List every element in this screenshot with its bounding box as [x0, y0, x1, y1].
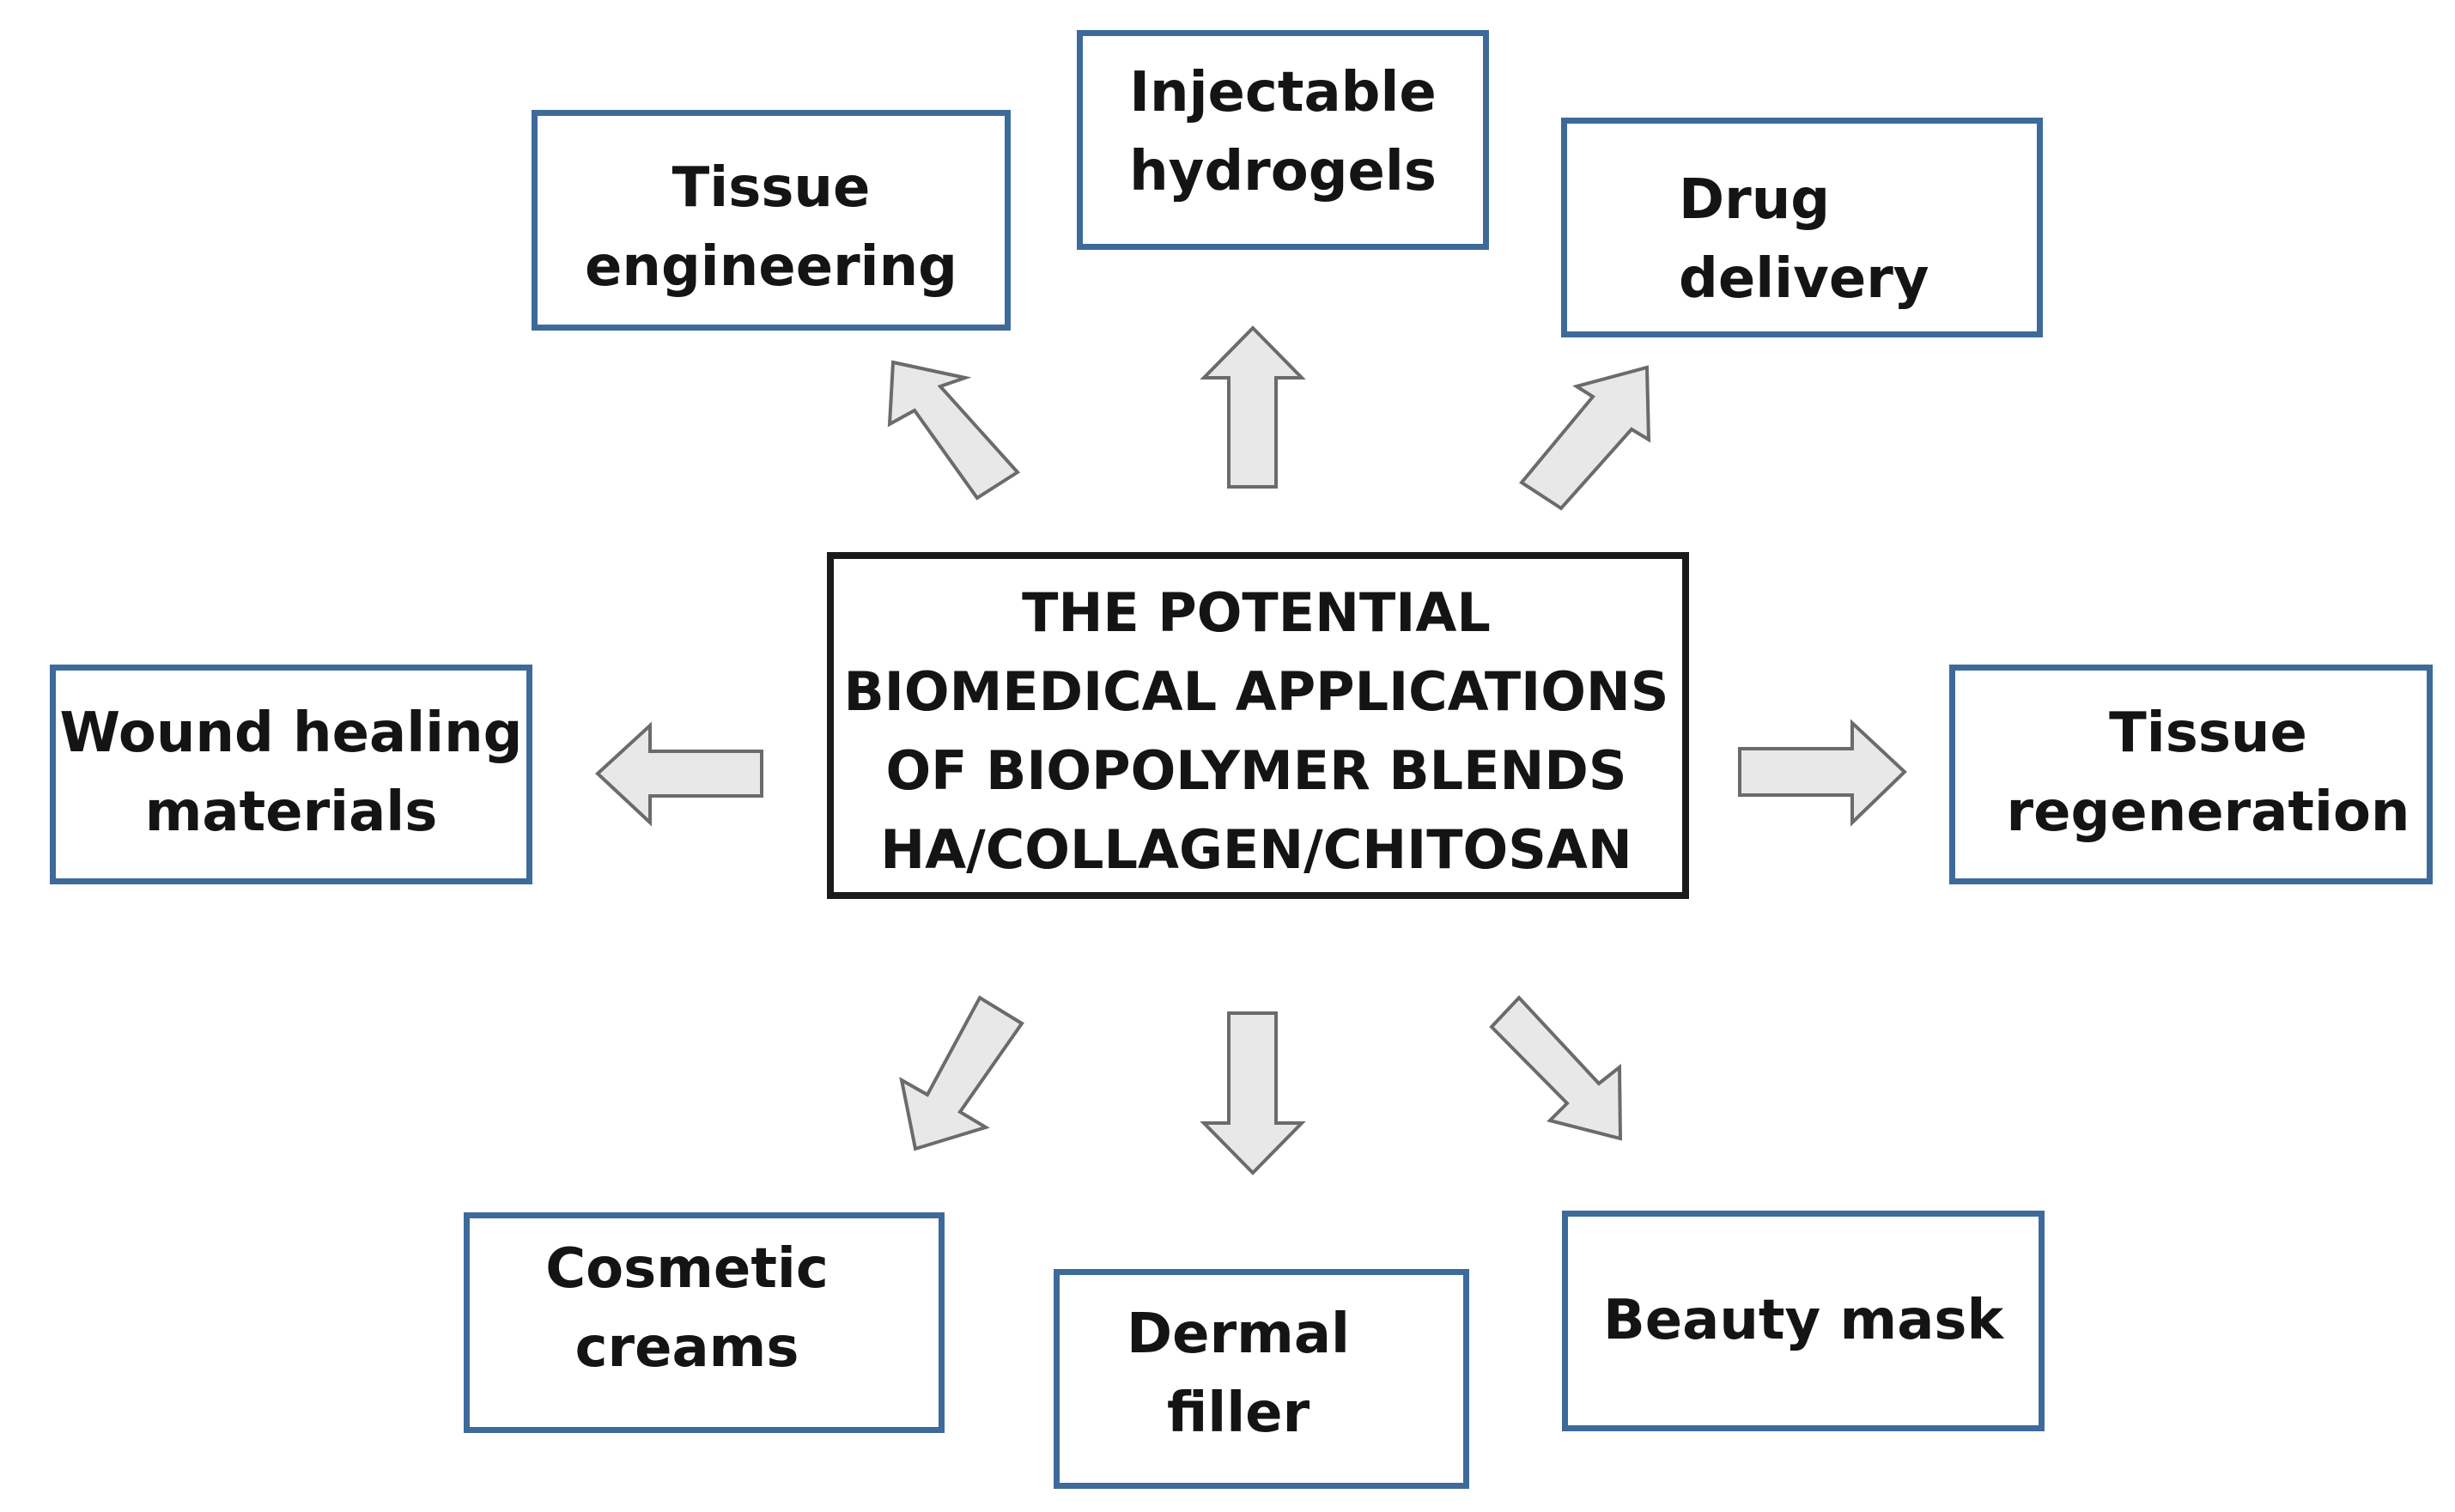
tissue-engineering-line-1: Tissue — [671, 156, 871, 220]
cosmetic-creams-line-2: creams — [574, 1316, 799, 1380]
tissue-regeneration-box — [1949, 665, 2433, 884]
cosmetic-creams-label: Cosmetic creams — [447, 1230, 927, 1388]
arrow-left-icon — [595, 721, 763, 827]
center-title-line-3: OF BIOPOLYMER BLENDS — [885, 739, 1627, 802]
injectable-hydrogels-line-1: Injectable — [1129, 61, 1437, 124]
tissue-engineering-label: Tissue engineering — [532, 149, 1011, 307]
drug-delivery-line-2: delivery — [1679, 247, 1929, 311]
cosmetic-creams-line-1: Cosmetic — [545, 1237, 829, 1301]
beauty-mask-box — [1562, 1211, 2045, 1431]
beauty-mask-label: Beauty mask — [1562, 1281, 2045, 1360]
dermal-filler-label: Dermal filler — [1030, 1295, 1446, 1453]
wound-healing-box — [50, 665, 532, 884]
center-title-line-4: HA/COLLAGEN/CHITOSAN — [880, 818, 1632, 881]
wound-healing-line-2: materials — [144, 780, 438, 844]
wound-healing-line-1: Wound healing — [59, 701, 523, 765]
drug-delivery-box — [1561, 118, 2043, 337]
arrow-up-left-icon — [887, 360, 1021, 501]
dermal-filler-line-1: Dermal — [1127, 1303, 1350, 1366]
center-title-line-2: BIOMEDICAL APPLICATIONS — [843, 660, 1669, 723]
beauty-mask-line-1: Beauty mask — [1602, 1289, 2004, 1352]
tissue-regeneration-line-2: regeneration — [2006, 780, 2410, 844]
drug-delivery-line-1: Drug — [1679, 168, 1831, 232]
arrow-right-icon — [1738, 719, 1907, 827]
arrow-down-right-icon — [1489, 995, 1623, 1141]
wound-healing-label: Wound healing materials — [50, 694, 532, 852]
tissue-engineering-box — [532, 110, 1011, 331]
arrow-up-right-icon — [1519, 365, 1651, 511]
dermal-filler-box — [1054, 1269, 1469, 1489]
center-title: THE POTENTIAL BIOMEDICAL APPLICATIONS OF… — [827, 574, 1686, 890]
injectable-hydrogels-line-2: hydrogels — [1129, 140, 1437, 203]
cosmetic-creams-box — [464, 1212, 945, 1433]
injectable-hydrogels-box — [1077, 30, 1489, 250]
drug-delivery-label: Drug delivery — [1679, 161, 1929, 319]
arrow-down-left-icon — [899, 995, 1024, 1151]
injectable-hydrogels-label: Injectable hydrogels — [1077, 53, 1489, 211]
dermal-filler-line-2: filler — [1166, 1381, 1310, 1445]
tissue-regeneration-label: Tissue regeneration — [1966, 694, 2450, 852]
center-title-line-1: THE POTENTIAL — [1022, 581, 1491, 644]
center-title-box — [827, 552, 1689, 899]
tissue-engineering-line-2: engineering — [585, 235, 957, 299]
tissue-regeneration-line-1: Tissue — [2109, 701, 2307, 765]
arrow-down-icon — [1200, 1011, 1306, 1175]
arrow-up-icon — [1200, 325, 1306, 489]
